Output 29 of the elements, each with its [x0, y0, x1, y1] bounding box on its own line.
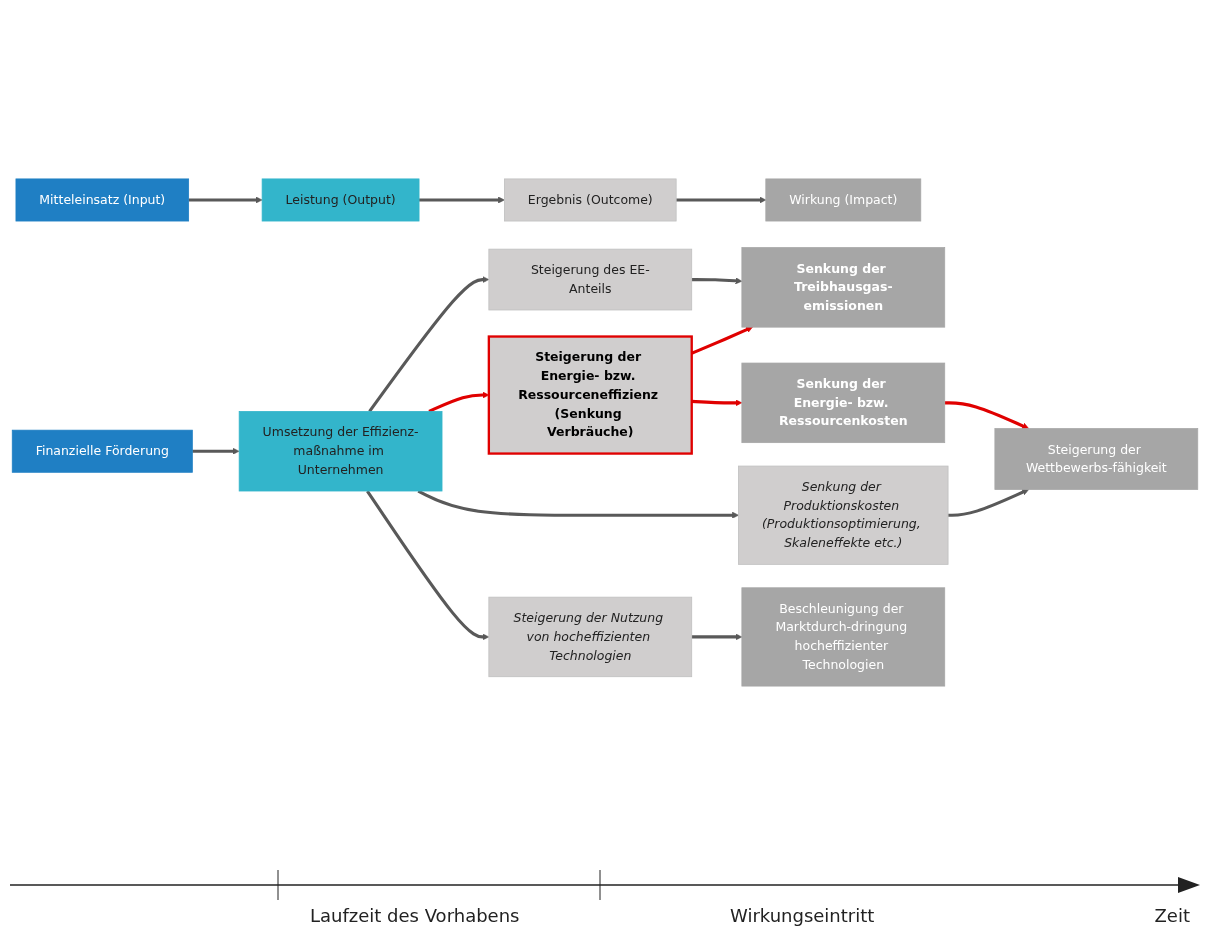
node-box: Senkung der Treibhausgas-emissionen: [741, 247, 946, 328]
arrow: [691, 326, 753, 355]
node-box: Steigerung der Energie- bzw. Ressourceneffizienz (Senkung Verbräuche): [487, 335, 693, 455]
node-box: Senkung der Produktionskosten (Produktionsoptimierung, Skaleneffekte etc.): [738, 465, 949, 565]
arrow: [676, 196, 767, 204]
phase-label: Laufzeit des Vorhabens: [310, 905, 520, 926]
node-box: Steigerung der Wettbewerbs-fähigkeit: [994, 428, 1199, 490]
node-box: Mitteleinsatz (Input): [15, 178, 190, 222]
node-box: Umsetzung der Effizienz-maßnahme im Unternehmen: [238, 411, 443, 492]
node-box: Finanzielle Förderung: [11, 429, 193, 473]
arrow: [944, 401, 1029, 430]
arrow: [948, 488, 1029, 517]
node-box: Leistung (Output): [261, 178, 420, 222]
arrow: [368, 276, 490, 413]
phase-label: Wirkungseintritt: [730, 905, 875, 926]
arrow: [366, 490, 490, 641]
node-box: Senkung der Energie- bzw. Ressourcenkosten: [741, 362, 946, 444]
arrow: [691, 277, 743, 285]
node-box: Wirkung (Impact): [765, 178, 922, 222]
arrow: [691, 399, 743, 407]
arrow: [691, 633, 743, 641]
node-box: Ergebnis (Outcome): [504, 178, 677, 222]
node-box: Steigerung des EE-Anteils: [488, 248, 693, 311]
arrow: [192, 447, 240, 455]
axis-label: Zeit: [1154, 905, 1190, 926]
arrow: [419, 196, 505, 204]
node-box: Steigerung der Nutzung von hocheffizienten Technologien: [488, 596, 693, 678]
arrow: [188, 196, 263, 204]
node-box: Beschleunigung der Marktdurch-dringung hocheffizienter Technologien: [741, 587, 946, 687]
